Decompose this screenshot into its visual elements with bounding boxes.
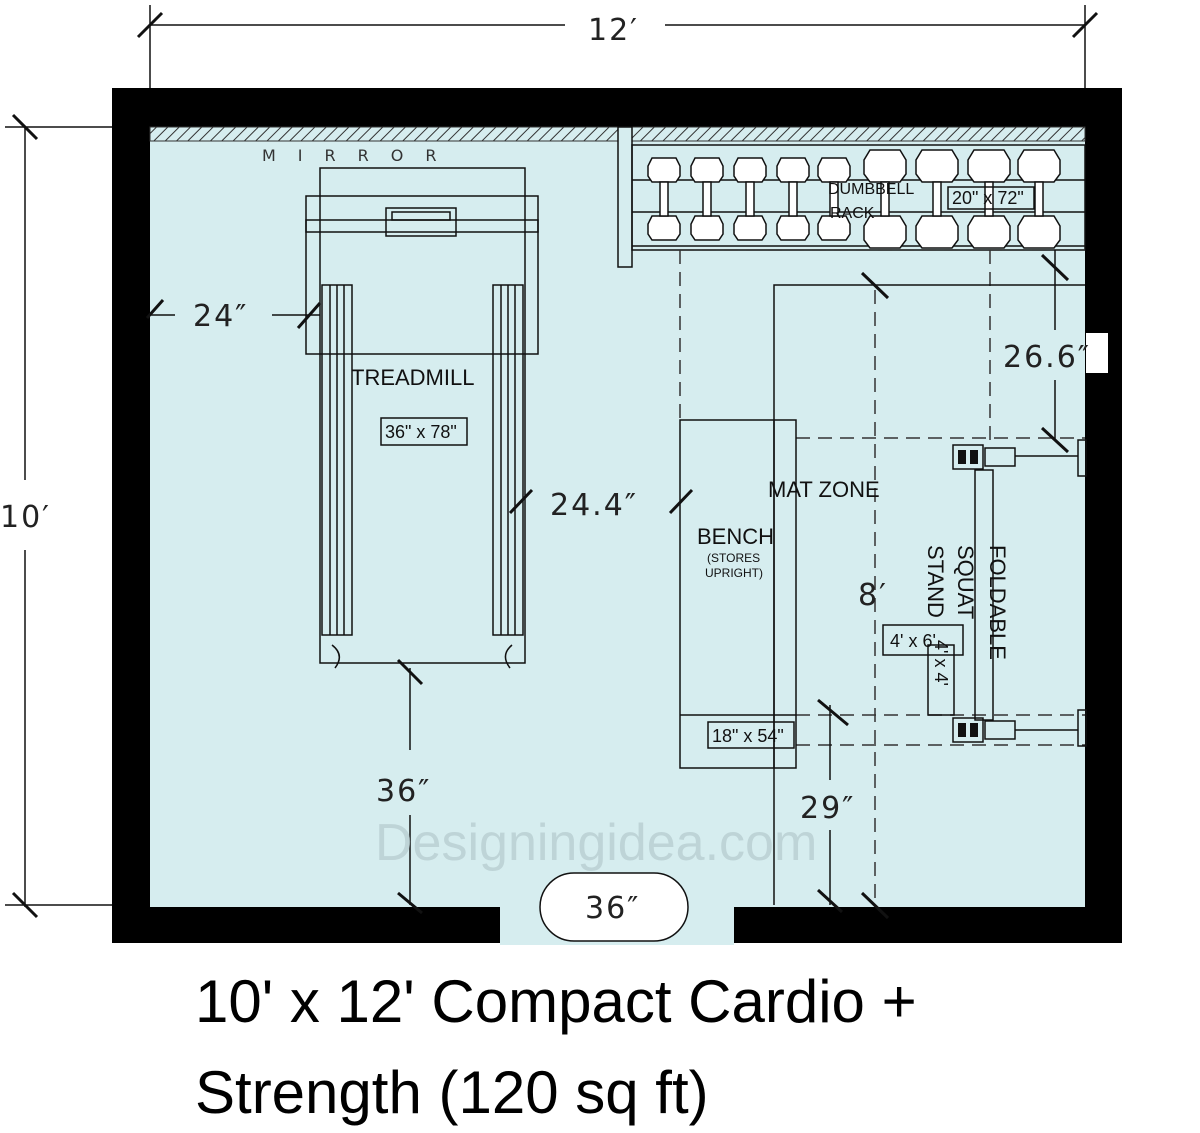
treadmill: TREADMILL 36" x 78" [305, 167, 539, 669]
squat-label-2: SQUAT [953, 545, 978, 619]
dumbbell-rack-label-1: DUMBBELL [828, 181, 914, 198]
treadmill-front-clearance: 36″ [376, 658, 431, 915]
height-dimension: 10′ [0, 113, 112, 919]
height-label: 10′ [0, 500, 51, 535]
squat-label-3: STAND [923, 545, 948, 618]
title-line-2: Strength (120 sq ft) [195, 1059, 709, 1126]
treadmill-left-clearance: 24″ [145, 299, 322, 334]
treadmill-front-clearance-label: 36″ [376, 774, 431, 809]
mat-length-label: 8′ [858, 578, 888, 613]
treadmill-bench-gap-label: 24.4″ [550, 488, 638, 523]
bench-clearance-dimension: 29″ [800, 698, 855, 914]
mat-zone-label: MAT ZONE [768, 477, 880, 502]
bench: BENCH (STORES UPRIGHT) 18" x 54" [679, 419, 797, 769]
watermark: Designingidea.com [375, 814, 817, 872]
treadmill-label: TREADMILL [351, 365, 474, 390]
mirror-wall [149, 126, 619, 142]
dumbbell-icons [647, 149, 1061, 249]
rack-size: 20" x 72" [952, 188, 1024, 208]
bench-note-2: UPRIGHT) [705, 566, 763, 580]
treadmill-size: 36" x 78" [385, 422, 457, 442]
title-line-1: 10' x 12' Compact Cardio + [195, 968, 917, 1035]
width-label: 12′ [588, 13, 639, 48]
dumbbell-rack-label-2: RACK [830, 205, 875, 222]
mat-length-dimension: 8′ [858, 271, 890, 920]
rack-clearance-label: 26.6″ [1003, 340, 1091, 375]
rack-wall-hatch [631, 126, 1086, 142]
mat-size: 4' x 6' [890, 631, 936, 651]
door-width-label: 36″ [585, 891, 640, 926]
door: 36″ [539, 872, 689, 942]
bench-label: BENCH [697, 524, 774, 549]
squat-stand: FOLDABLE SQUAT STAND 4' x 4' [923, 439, 1087, 747]
squat-label-1: FOLDABLE [985, 545, 1010, 660]
treadmill-bench-gap: 24.4″ [508, 488, 694, 523]
rack-clearance-dimension: 26.6″ [1003, 250, 1108, 454]
dumbbell-rack: DUMBBELL RACK 20" x 72" [617, 126, 1086, 268]
bench-size: 18" x 54" [712, 726, 784, 746]
treadmill-left-clearance-label: 24″ [193, 299, 248, 334]
width-dimension: 12′ [136, 5, 1099, 88]
mirror-label: MIRROR [262, 146, 458, 165]
squat-size: 4' x 4' [931, 640, 951, 686]
bench-clearance-label: 29″ [800, 791, 855, 826]
bench-note-1: (STORES [707, 551, 760, 565]
